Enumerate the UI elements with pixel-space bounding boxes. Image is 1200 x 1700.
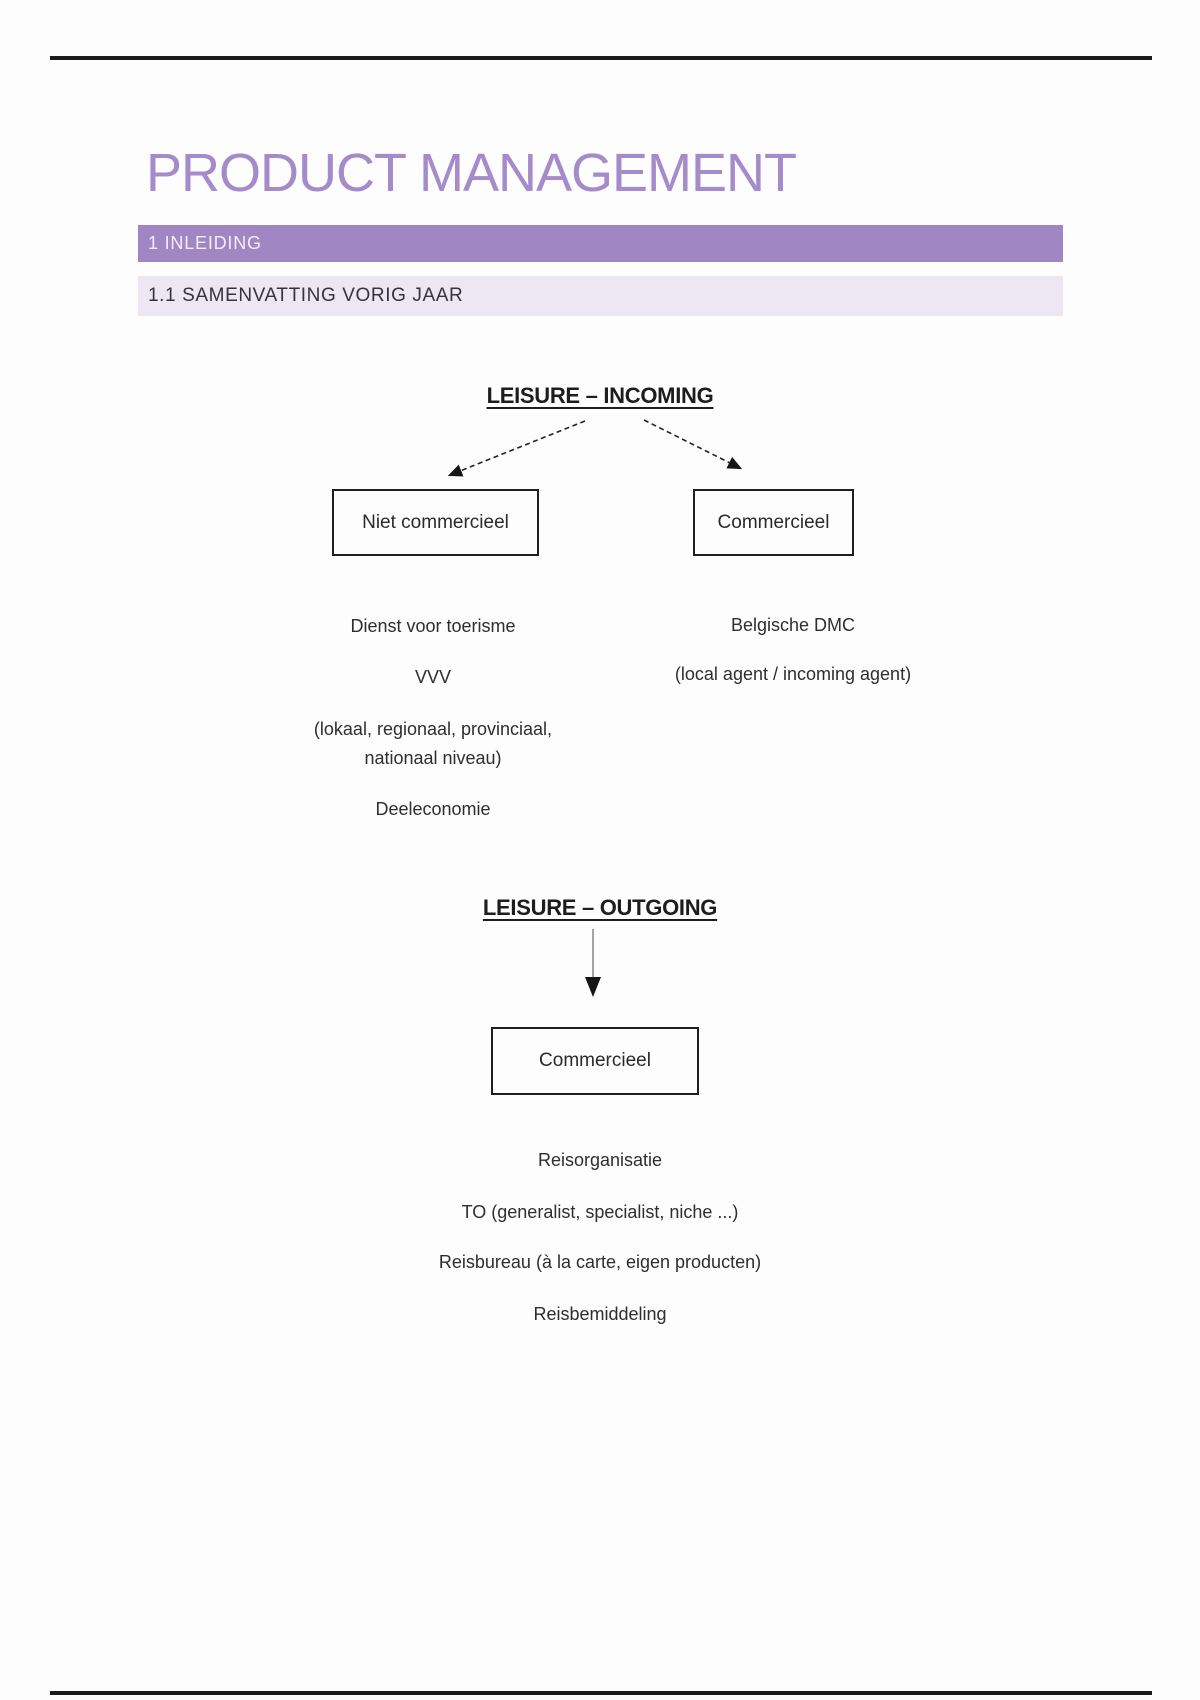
incoming-right-item-dmc: Belgische DMC <box>730 615 856 635</box>
outgoing-item-to: TO (generalist, specialist, niche ...) <box>461 1202 739 1222</box>
box-commercieel-outgoing-label: Commercieel <box>539 1050 651 1071</box>
subsection-heading-bar: 1.1 SAMENVATTING VORIG JAAR <box>138 276 1063 316</box>
outgoing-diagram-heading: LEISURE – OUTGOING <box>482 895 718 920</box>
box-commercieel-outgoing: Commercieel <box>491 1027 699 1095</box>
outgoing-item-reisbemiddeling: Reisbemiddeling <box>533 1304 667 1324</box>
section-heading-bar: 1 INLEIDING <box>138 225 1063 262</box>
bottom-border-line <box>50 1691 1152 1695</box>
incoming-left-item-dienst: Dienst voor toerisme <box>350 616 516 636</box>
document-title: PRODUCT MANAGEMENT <box>146 143 797 203</box>
box-niet-commercieel: Niet commercieel <box>332 489 539 556</box>
incoming-left-item-niveau: (lokaal, regionaal, provinciaal, nationa… <box>313 719 553 768</box>
subsection-heading-text: 1.1 SAMENVATTING VORIG JAAR <box>148 285 464 306</box>
box-niet-commercieel-label: Niet commercieel <box>362 511 509 533</box>
section-heading-text: 1 INLEIDING <box>148 233 262 253</box>
incoming-left-item-deeleconomie: Deeleconomie <box>375 799 491 819</box>
incoming-left-item-vvv: VVV <box>414 667 452 687</box>
box-commercieel-incoming-label: Commercieel <box>717 511 830 533</box>
outgoing-item-reisbureau: Reisbureau (à la carte, eigen producten) <box>438 1252 762 1272</box>
incoming-right-item-local-agent: (local agent / incoming agent) <box>674 664 912 684</box>
incoming-diagram-heading: LEISURE – INCOMING <box>486 383 714 408</box>
incoming-left-arrow <box>447 420 586 477</box>
incoming-right-arrow <box>643 419 743 470</box>
outgoing-down-arrowhead <box>585 977 601 997</box>
top-border-line <box>50 56 1152 60</box>
outgoing-item-reisorganisatie: Reisorganisatie <box>537 1150 663 1170</box>
box-commercieel-incoming: Commercieel <box>693 489 854 556</box>
